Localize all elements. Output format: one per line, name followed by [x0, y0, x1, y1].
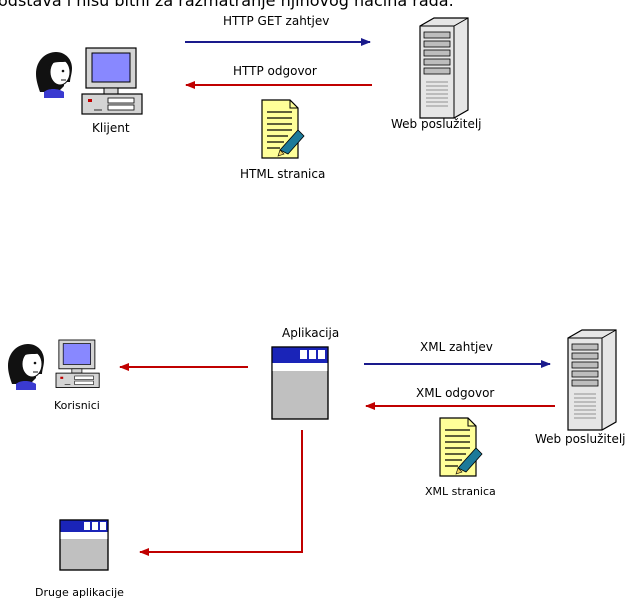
http-response-label: HTTP odgovor	[233, 64, 317, 78]
client-label: Klijent	[92, 121, 130, 135]
app-label: Aplikacija	[282, 326, 340, 340]
application-window-icon	[271, 346, 329, 420]
server-label-2: Web poslužitelj	[535, 432, 626, 446]
header-cut-text: odstava i nisu bitni za razmatranje njih…	[0, 0, 454, 10]
xml-document-label: XML stranica	[425, 485, 496, 498]
other-apps-label: Druge aplikacije	[35, 586, 124, 599]
xml-request-label: XML zahtjev	[420, 340, 493, 354]
tower-server-icon	[567, 329, 617, 431]
desktop-computer-icon	[55, 339, 100, 388]
http-request-label: HTTP GET zahtjev	[223, 14, 330, 28]
application-window-icon	[59, 519, 109, 571]
users-label: Korisnici	[54, 399, 100, 412]
person-head-icon	[7, 343, 45, 391]
server-label: Web poslužitelj	[391, 117, 482, 131]
xml-response-label: XML odgovor	[416, 386, 495, 400]
desktop-computer-icon	[81, 47, 143, 115]
document-icon	[439, 417, 483, 477]
document-label: HTML stranica	[240, 167, 326, 181]
app-to-other-apps-arrow	[139, 430, 303, 556]
document-icon	[261, 99, 305, 159]
person-head-icon	[35, 51, 73, 99]
tower-server-icon	[419, 17, 469, 119]
